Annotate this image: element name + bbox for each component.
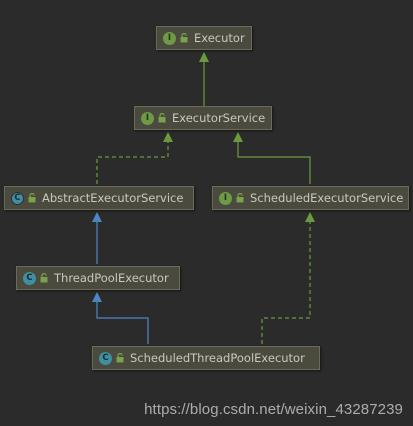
lock-icon bbox=[180, 33, 188, 43]
interface-icon: I bbox=[141, 111, 154, 125]
lock-icon bbox=[28, 193, 36, 203]
arrowhead-scheduledexecutorservice bbox=[305, 212, 315, 222]
node-abstract-executor-service[interactable]: C AbstractExecutorService bbox=[4, 186, 194, 210]
lock-icon bbox=[158, 113, 166, 123]
edge-abstractexecutorservice-to-executorservice bbox=[96, 134, 169, 184]
node-label: ThreadPoolExecutor bbox=[54, 271, 169, 285]
lock-icon bbox=[40, 273, 48, 283]
arrowhead-executor bbox=[199, 52, 209, 62]
edge-scheduledexecutorservice-to-executorservice bbox=[237, 134, 311, 184]
arrowhead-threadpoolexecutor bbox=[92, 292, 102, 302]
node-executor[interactable]: I Executor bbox=[156, 26, 252, 50]
class-icon: C bbox=[23, 271, 36, 285]
node-label: ScheduledThreadPoolExecutor bbox=[130, 351, 305, 365]
node-thread-pool-executor[interactable]: C ThreadPoolExecutor bbox=[16, 266, 180, 290]
node-label: ScheduledExecutorService bbox=[250, 191, 404, 205]
node-scheduled-thread-pool-executor[interactable]: C ScheduledThreadPoolExecutor bbox=[92, 346, 320, 370]
arrowhead-executorservice-right bbox=[233, 132, 243, 142]
lock-icon bbox=[116, 353, 124, 363]
edge-scheduledthreadpoolexecutor-to-threadpoolexecutor bbox=[96, 294, 149, 344]
edge-scheduledthreadpoolexecutor-to-scheduledexecutorservice bbox=[261, 214, 311, 344]
node-label: AbstractExecutorService bbox=[42, 191, 184, 205]
node-executor-service[interactable]: I ExecutorService bbox=[134, 106, 272, 130]
lock-icon bbox=[236, 193, 244, 203]
arrowhead-abstractexecutorservice bbox=[92, 212, 102, 222]
interface-icon: I bbox=[219, 191, 232, 205]
node-label: ExecutorService bbox=[172, 111, 266, 125]
interface-icon: I bbox=[163, 31, 176, 45]
node-label: Executor bbox=[194, 31, 245, 45]
class-icon: C bbox=[99, 351, 112, 365]
node-scheduled-executor-service[interactable]: I ScheduledExecutorService bbox=[212, 186, 409, 210]
watermark-url: https://blog.csdn.net/weixin_43287239 bbox=[144, 401, 403, 418]
arrowhead-executorservice-left bbox=[163, 132, 173, 142]
abstract-class-icon: C bbox=[11, 191, 24, 205]
